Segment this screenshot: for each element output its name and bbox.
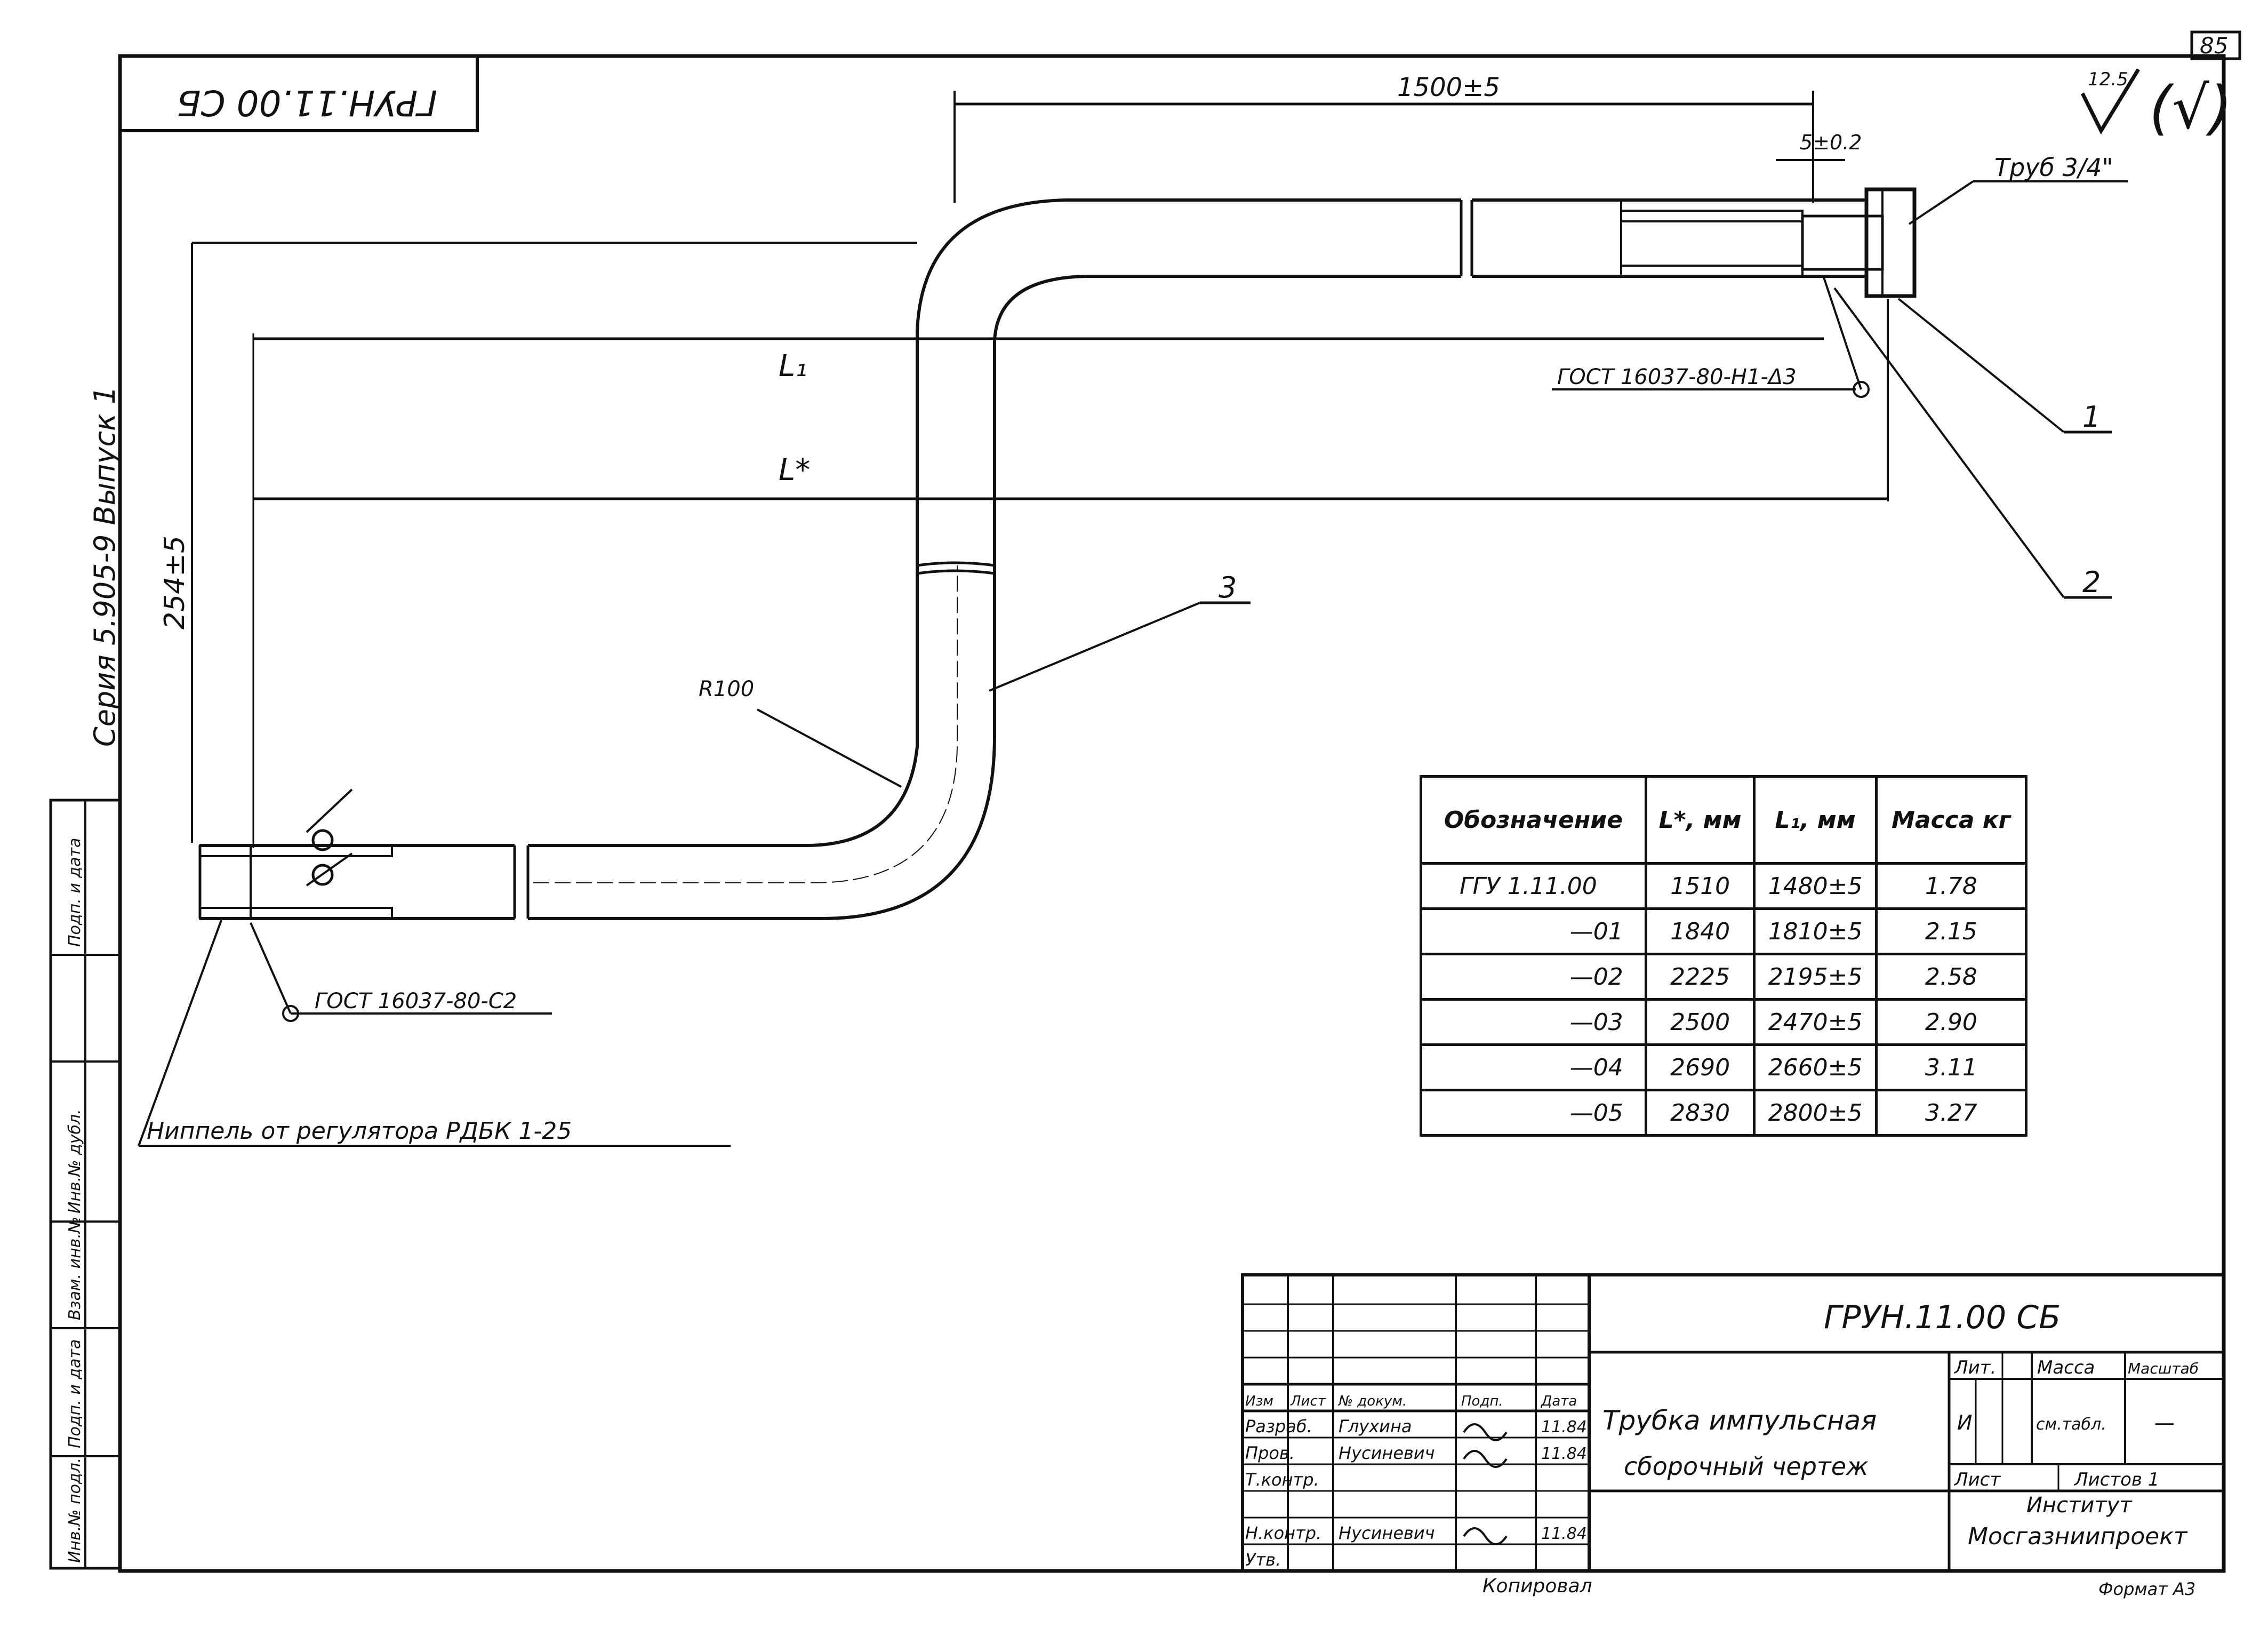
variant-table: Обозначение L*, мм L₁, мм Масса кг ГГУ 1… <box>1420 775 2028 1137</box>
svg-text:см.табл.: см.табл. <box>2036 1415 2106 1434</box>
col-L: L*, мм <box>1644 775 1756 865</box>
side-stamp: Инв.№ подл. Подп. и дата Взам. инв.№ Инв… <box>49 799 122 1570</box>
dim-radius: R100 <box>699 677 754 701</box>
svg-text:И: И <box>1957 1411 1972 1434</box>
weld-note-top: ГОСТ 16037-80-Н1-Δ3 <box>1557 365 1797 389</box>
svg-text:Масса: Масса <box>2037 1357 2095 1378</box>
svg-text:Н.контр.: Н.контр. <box>1245 1523 1321 1543</box>
svg-text:Взам. инв.№: Взам. инв.№ <box>66 1217 84 1320</box>
top-doc-code: ГРУН.11.00 СБ <box>177 82 437 123</box>
tb-name-2: сборочный чертеж <box>1624 1452 1869 1481</box>
roughness-symbol: 12.5 (√) <box>2080 68 2232 142</box>
pipe-assembly <box>198 187 1917 920</box>
tb-org-1: Институт <box>2026 1493 2133 1518</box>
table-row: —01 1840 1810±5 2.15 <box>1420 907 2028 955</box>
footer-copied: Копировал <box>1482 1575 1592 1597</box>
svg-text:Подп. и дата: Подп. и дата <box>66 1339 84 1448</box>
svg-text:Лит.: Лит. <box>1953 1357 1996 1378</box>
svg-text:№ докум.: № докум. <box>1337 1393 1407 1409</box>
table-row: —05 2830 2800±5 3.27 <box>1420 1089 2028 1137</box>
svg-text:—: — <box>2154 1411 2175 1434</box>
svg-text:Утв.: Утв. <box>1245 1550 1281 1570</box>
callout-1: 1 <box>2082 400 2101 434</box>
title-block: ГРУН.11.00 СБ Трубка импульсная сборочны… <box>1241 1273 2225 1573</box>
callout-3: 3 <box>1219 571 1237 604</box>
nipple-note: Ниппель от регулятора РДБК 1-25 <box>147 1118 572 1145</box>
footer-format: Формат А3 <box>2098 1579 2195 1599</box>
roughness-note: (√) <box>2149 74 2232 142</box>
col-designation: Обозначение <box>1420 775 1647 865</box>
table-row: ГГУ 1.11.00 1510 1480±5 1.78 <box>1420 862 2028 910</box>
svg-text:Инв.№ дубл.: Инв.№ дубл. <box>66 1109 84 1214</box>
svg-text:Т.контр.: Т.контр. <box>1245 1470 1319 1490</box>
tb-code: ГРУН.11.00 СБ <box>1824 1299 2061 1336</box>
tb-name-1: Трубка импульсная <box>1602 1405 1877 1436</box>
svg-text:Лист: Лист <box>1953 1469 2001 1490</box>
page-number-box <box>2190 30 2241 60</box>
dim-L: L* <box>779 453 810 488</box>
svg-text:Листов 1: Листов 1 <box>2073 1469 2159 1490</box>
col-L1: L₁, мм <box>1753 775 1878 865</box>
svg-text:12.5: 12.5 <box>2088 69 2128 90</box>
svg-text:Лист: Лист <box>1290 1393 1326 1409</box>
svg-text:Инв.№ подл.: Инв.№ подл. <box>66 1458 84 1563</box>
table-row: —03 2500 2470±5 2.90 <box>1420 998 2028 1046</box>
svg-text:11.84: 11.84 <box>1541 1445 1587 1463</box>
svg-text:Пров.: Пров. <box>1245 1443 1295 1463</box>
col-mass: Масса кг <box>1874 775 2028 865</box>
page-number: 85 <box>2200 33 2228 59</box>
svg-text:Подп.: Подп. <box>1461 1393 1503 1409</box>
svg-text:Дата: Дата <box>1541 1393 1577 1409</box>
dimension-lines: 1500±5 5±0.2 L₁ L* 254±5 R100 <box>159 73 1889 848</box>
annotations: Труб 3/4" ГОСТ 16037-80-Н1-Δ3 1 2 3 ГОСТ… <box>138 153 2128 1147</box>
svg-text:Подп. и дата: Подп. и дата <box>66 838 84 947</box>
svg-text:11.84: 11.84 <box>1541 1418 1587 1437</box>
table-row: —02 2225 2195±5 2.58 <box>1420 953 2028 1001</box>
dim-overall: 1500±5 <box>1397 73 1500 102</box>
svg-text:Разраб.: Разраб. <box>1245 1416 1312 1437</box>
svg-text:Нусиневич: Нусиневич <box>1339 1523 1435 1543</box>
pipe-note: Труб 3/4" <box>1994 153 2113 182</box>
dim-height: 254±5 <box>159 536 191 629</box>
callout-2: 2 <box>2082 565 2101 599</box>
svg-text:Глухина: Глухина <box>1339 1416 1412 1437</box>
weld-note-bottom: ГОСТ 16037-80-С2 <box>315 989 517 1013</box>
dim-thread: 5±0.2 <box>1800 131 1862 154</box>
series-label: Серия 5.905-9 Выпуск 1 <box>88 386 122 747</box>
svg-text:Изм: Изм <box>1245 1393 1273 1409</box>
svg-text:11.84: 11.84 <box>1541 1525 1587 1543</box>
svg-text:Нусиневич: Нусиневич <box>1339 1443 1435 1463</box>
dim-L1: L₁ <box>779 349 807 384</box>
top-code-box <box>118 54 479 132</box>
table-row: —04 2690 2660±5 3.11 <box>1420 1043 2028 1091</box>
tb-org-2: Мосгазниипроект <box>1968 1523 2188 1550</box>
svg-text:Масштаб: Масштаб <box>2128 1360 2199 1377</box>
